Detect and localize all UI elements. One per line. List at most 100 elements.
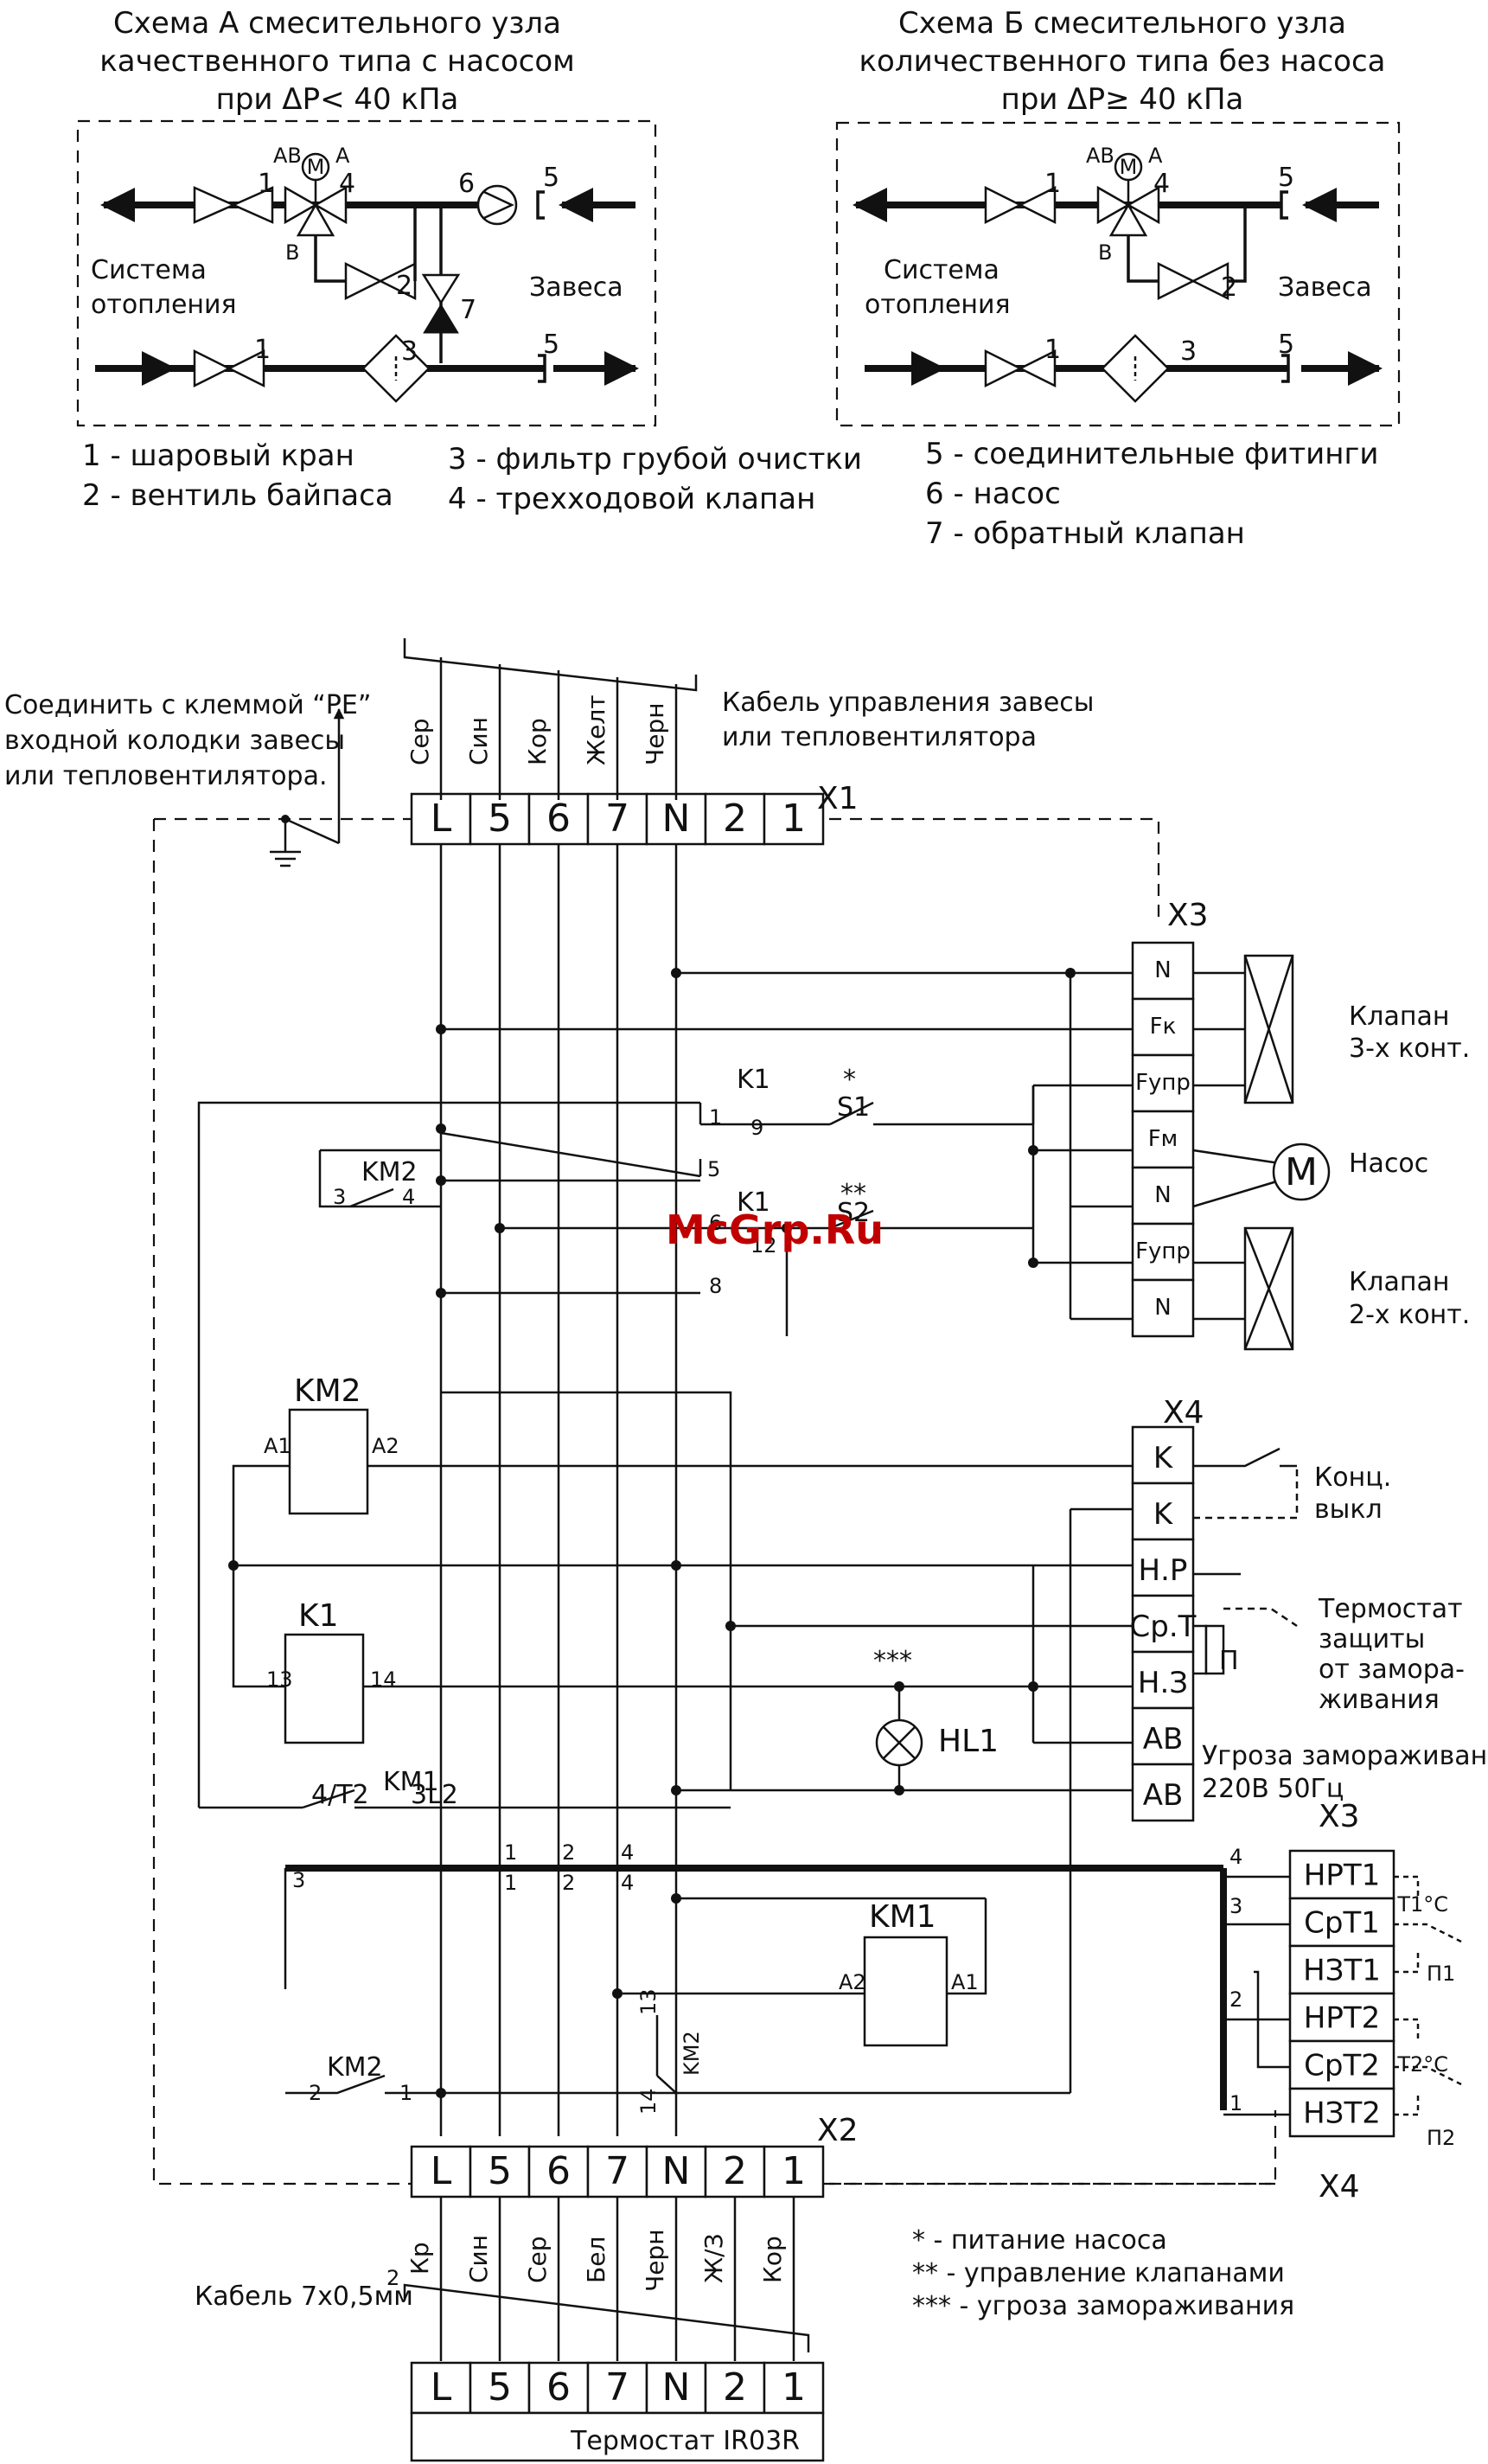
km2-coil	[288, 1408, 369, 1515]
scheme-b-fitting-bottom-icon	[1281, 354, 1290, 383]
km2-coil-a1: A1	[264, 1434, 291, 1458]
scheme-a-curtain: Завеса	[529, 272, 623, 303]
x2-wire-chern: Черн	[641, 2229, 669, 2292]
thermostat-term-1: L	[431, 2365, 452, 2410]
contact-12: 12	[750, 1233, 777, 1258]
km2-vert-name: KM2	[680, 2031, 704, 2076]
x2-wire-ser: Сер	[523, 2236, 552, 2283]
x3-term-7: N	[1154, 1295, 1171, 1321]
x3-cell	[1131, 1166, 1195, 1226]
freeze-label-1: Угроза замораживания	[1202, 1741, 1488, 1771]
km1-coil	[863, 1936, 948, 2047]
x3-term-6: Fупр	[1135, 1238, 1191, 1264]
x3-term-5: N	[1154, 1182, 1171, 1208]
x4-cell	[1131, 1425, 1195, 1485]
x1-wire-kor: Кор	[523, 718, 552, 765]
freeze-p-label: П	[1219, 1646, 1239, 1676]
legend-item-2: 2 - вентиль байпаса	[82, 478, 393, 513]
contact-8: 8	[709, 1274, 722, 1298]
scheme-b: Схема Б смесительного узла количественно…	[835, 6, 1401, 427]
scheme-b-num-4: 4	[1153, 169, 1170, 199]
legend-item-6: 6 - насос	[925, 477, 1061, 511]
legend-item-7: 7 - обратный клапан	[925, 516, 1245, 551]
pump-label: Насос	[1349, 1149, 1428, 1179]
thermostat-term-2: 5	[488, 2365, 512, 2410]
bottom-cable-bracket	[403, 2283, 810, 2352]
x2-cell	[763, 2145, 825, 2198]
scheme-a-num-6: 6	[458, 169, 475, 199]
scheme-b-fitting-top-icon	[1280, 190, 1288, 220]
bus-num-3: 3	[292, 1868, 305, 1892]
x4-term-4: Ср.Т	[1130, 1610, 1197, 1644]
x4-cell	[1131, 1650, 1195, 1710]
x1-term-3: 6	[546, 797, 571, 841]
s2-switch	[829, 1209, 874, 1230]
x3-label: X3	[1167, 898, 1209, 933]
km2-lower-switch	[285, 2074, 386, 2095]
cable-top-1: Кабель управления завесы	[722, 688, 1095, 718]
valve2-label-1: Клапан	[1349, 1267, 1449, 1297]
thermostat-cell	[586, 2361, 648, 2415]
km2-contact-3: 3	[333, 1185, 346, 1209]
x4-term-7: АВ	[1143, 1778, 1184, 1813]
km1-contact-right: 3L2	[411, 1780, 458, 1810]
x3b-wire-1: 1	[1229, 2091, 1242, 2115]
x1-wire-zhelt: Желт	[582, 694, 610, 765]
x2-term-7: 1	[782, 2149, 806, 2193]
scheme-b-port-ab: АВ	[1086, 144, 1114, 168]
x2-wire-kor: Кор	[758, 2236, 787, 2283]
scheme-a-system-2: отопления	[91, 290, 237, 320]
km1-coil-a1: A1	[951, 1970, 979, 1994]
s2-mark: **	[840, 1179, 866, 1209]
thermostat-1: Термостат	[1318, 1594, 1463, 1624]
scheme-b-num-5a: 5	[1278, 163, 1294, 193]
x3b-term-5: СрТ2	[1304, 2049, 1380, 2083]
thermostat-term-5: N	[662, 2365, 691, 2410]
x2-term-2: 5	[488, 2149, 512, 2193]
x4-cell	[1131, 1538, 1195, 1597]
x3-cell	[1131, 1278, 1195, 1338]
thermostat-4: живания	[1319, 1685, 1440, 1715]
bus-num-2a: 2	[562, 1840, 575, 1865]
k1-coil-name: K1	[298, 1598, 339, 1634]
x3b-term-2: СрТ1	[1304, 1906, 1380, 1941]
scheme-a: Схема А смесительного узла качественного…	[76, 6, 657, 427]
thermostat-name: Термостат IR03R	[570, 2426, 800, 2456]
km1-contact-switch	[302, 1789, 355, 1809]
thermostat-term-3: 6	[546, 2365, 571, 2410]
scheme-a-actuator-icon	[301, 152, 330, 182]
km2-coil-a2: A2	[372, 1434, 399, 1458]
scheme-a-num-5b: 5	[543, 330, 559, 360]
x2-term-3: 6	[546, 2149, 571, 2193]
x2-cell	[586, 2145, 648, 2198]
x1-term-5: N	[662, 797, 691, 841]
contact-1: 1	[709, 1105, 722, 1130]
t1-label: T1°C	[1396, 1892, 1448, 1917]
scheme-b-title-1: Схема Б смесительного узла	[898, 6, 1346, 41]
x3b-cell	[1288, 1992, 1395, 2043]
k1-coil-13: 13	[266, 1667, 293, 1692]
x2-wire-kr: Кр	[406, 2242, 434, 2275]
km2-contact-switch	[349, 1187, 394, 1208]
scheme-a-port-b: В	[285, 240, 299, 265]
s2-label: S2	[837, 1198, 870, 1228]
x3b-term-3: НЗТ1	[1303, 1954, 1381, 1988]
x3b-wire-3: 3	[1229, 1894, 1242, 1918]
scheme-b-num-1b: 1	[1044, 335, 1061, 365]
x1-term-2: 5	[488, 797, 512, 841]
scheme-a-fitting-bottom-icon	[538, 354, 546, 383]
top-cable-bracket	[403, 638, 698, 692]
scheme-b-actuator-icon	[1114, 152, 1143, 182]
scheme-a-num-7: 7	[460, 295, 476, 325]
enclosure-outline	[152, 819, 1277, 2186]
hl1-label: HL1	[938, 1724, 999, 1759]
x1-term-4: 7	[605, 797, 629, 841]
scheme-a-frame	[76, 119, 657, 427]
scheme-a-port-a: А	[335, 144, 350, 168]
scheme-a-title-2: качественного типа с насосом	[99, 44, 575, 79]
scheme-a-ball-valve-top-icon	[193, 186, 274, 224]
footnote-2: ** - управление клапанами	[912, 2258, 1285, 2288]
